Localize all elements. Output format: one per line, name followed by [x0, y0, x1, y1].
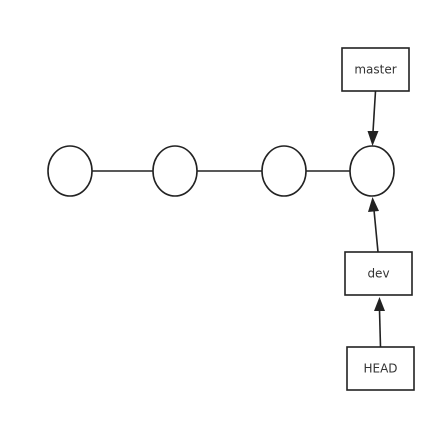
commits — [47, 145, 395, 197]
arrow-dev-head — [368, 197, 379, 212]
commit-node-3 — [261, 145, 307, 197]
ref-head-box — [346, 346, 415, 391]
ref-head-label: HEAD — [363, 362, 397, 376]
ref-master-box — [341, 47, 410, 92]
ref-master-label: master — [354, 63, 396, 77]
arrow-master-to-commit — [367, 90, 379, 146]
ref-dev-label: dev — [367, 267, 389, 281]
arrow-master-head — [367, 131, 379, 146]
commit-node-1 — [47, 145, 93, 197]
arrow-head-head — [374, 297, 385, 311]
ref-dev: dev — [344, 251, 413, 296]
commit-node-2 — [152, 145, 198, 197]
arrow-head-shaft — [378, 309, 382, 348]
arrow-master-shaft — [372, 90, 377, 133]
arrow-dev-to-commit — [368, 197, 379, 253]
commit-node-4 — [349, 145, 395, 197]
ref-dev-box — [344, 251, 413, 296]
arrow-dev-shaft — [373, 209, 379, 253]
arrow-head-to-dev — [374, 297, 385, 348]
ref-master: master — [341, 47, 410, 92]
ref-head: HEAD — [346, 346, 415, 391]
